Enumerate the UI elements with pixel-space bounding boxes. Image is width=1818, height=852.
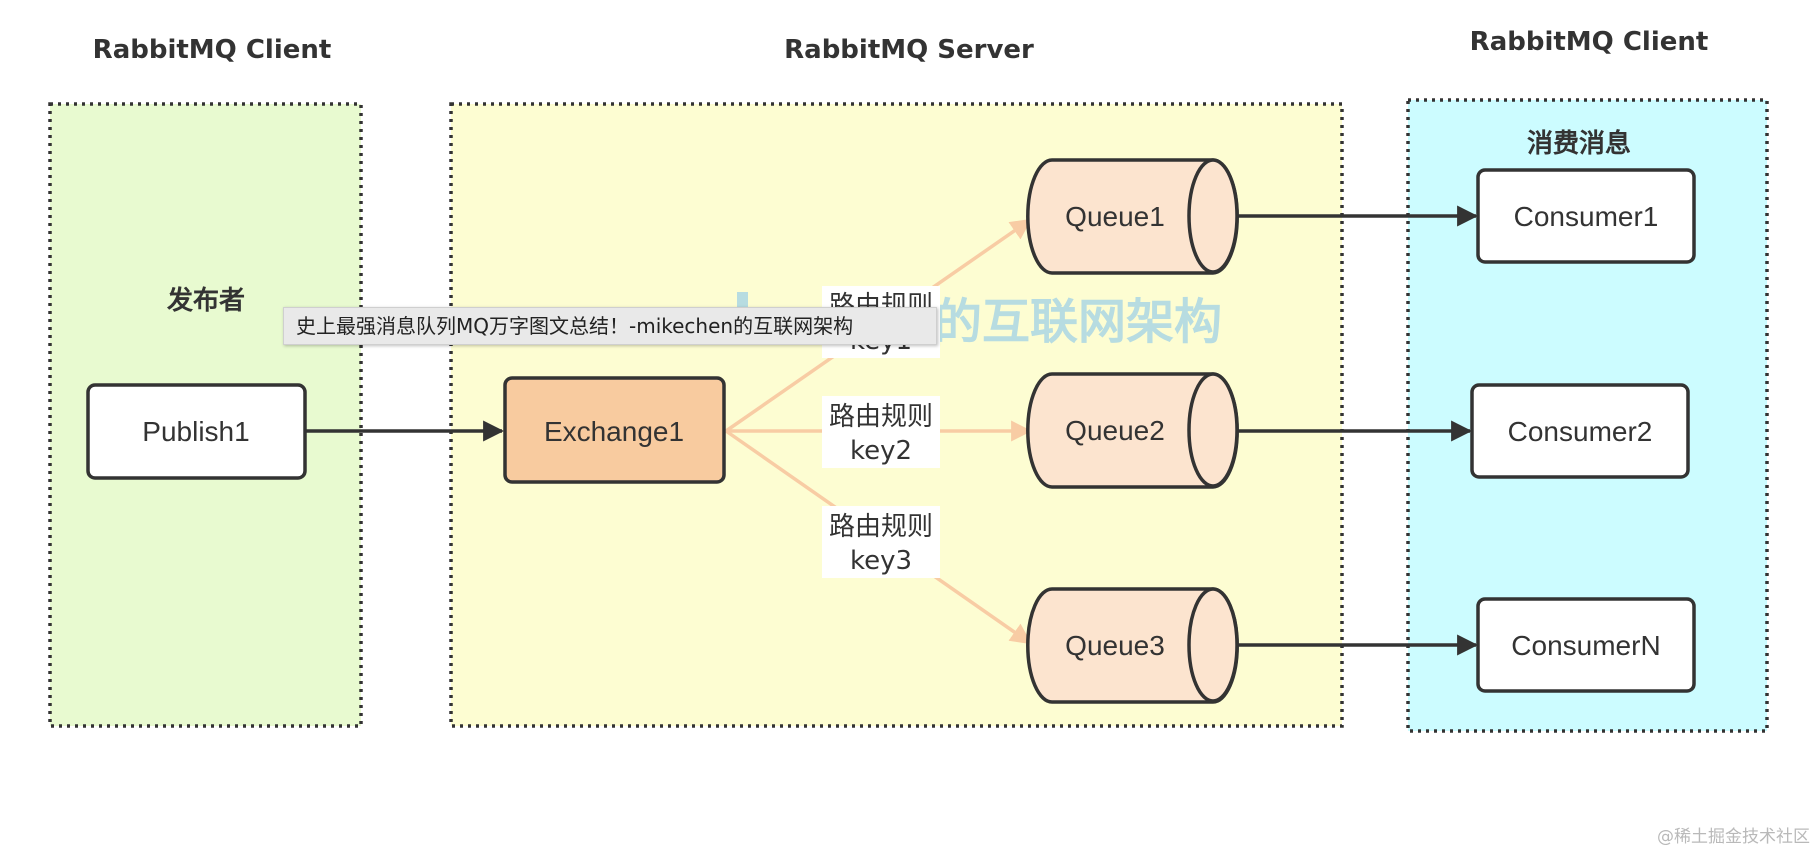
consumer1-label: Consumer1 [1514, 201, 1659, 232]
publish1-label: Publish1 [142, 416, 249, 447]
consumerN-node: ConsumerN [1476, 597, 1696, 693]
watermark: 的互联网架构 [934, 294, 1222, 350]
rule-label-bg-2 [822, 396, 940, 468]
queue2-label: Queue2 [1065, 415, 1165, 446]
queue2-node: Queue2 [1026, 372, 1239, 489]
rule-label-2-line2: key2 [850, 436, 912, 466]
server-title: RabbitMQ Server [784, 35, 1034, 65]
exchange1-label: Exchange1 [544, 416, 684, 447]
source-credit: @稀土掘金技术社区 [1657, 827, 1810, 847]
publish1-node: Publish1 [86, 383, 307, 480]
consumer1-node: Consumer1 [1476, 168, 1696, 264]
rule-label-3-line2: key3 [850, 546, 912, 576]
queue1-label: Queue1 [1065, 201, 1165, 232]
rule-label-3-line1: 路由规则 [829, 512, 933, 542]
publisher-role-label: 发布者 [166, 285, 245, 316]
rule-label-2-line1: 路由规则 [829, 402, 933, 432]
consumer2-node: Consumer2 [1470, 383, 1690, 479]
consumer-client-title: RabbitMQ Client [1470, 27, 1709, 57]
consumer2-label: Consumer2 [1508, 416, 1653, 447]
consumer-role-label: 消费消息 [1527, 128, 1631, 159]
consumerN-label: ConsumerN [1511, 630, 1660, 661]
exchange1-node: Exchange1 [503, 376, 726, 484]
publisher-client-title: RabbitMQ Client [93, 35, 332, 65]
rule-label-bg-3 [822, 506, 940, 578]
hover-tooltip: 史上最强消息队列MQ万字图文总结！-mikechen的互联网架构 [283, 307, 937, 345]
queue3-node: Queue3 [1026, 587, 1239, 704]
queue3-label: Queue3 [1065, 630, 1165, 661]
queue1-node: Queue1 [1026, 158, 1239, 275]
